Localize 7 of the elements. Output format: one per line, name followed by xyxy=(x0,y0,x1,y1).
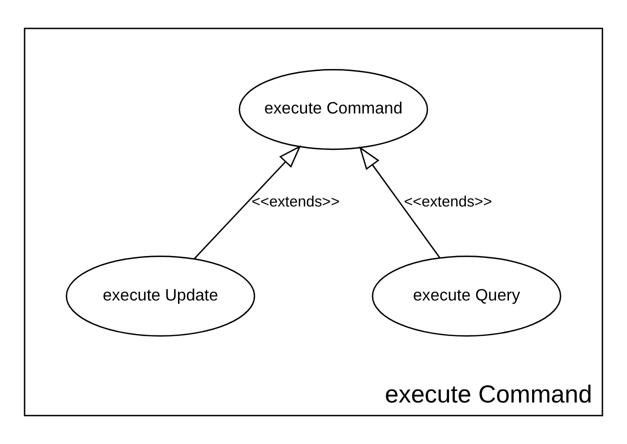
node-ellipse: execute Query xyxy=(372,256,562,337)
arrow xyxy=(194,145,302,260)
edge-label: <<extends>> xyxy=(404,194,492,211)
edge-label: <<extends>> xyxy=(252,194,340,211)
node-ellipse: execute Command xyxy=(238,68,428,150)
node-ellipse: execute Update xyxy=(66,256,256,337)
arrow xyxy=(359,146,440,258)
